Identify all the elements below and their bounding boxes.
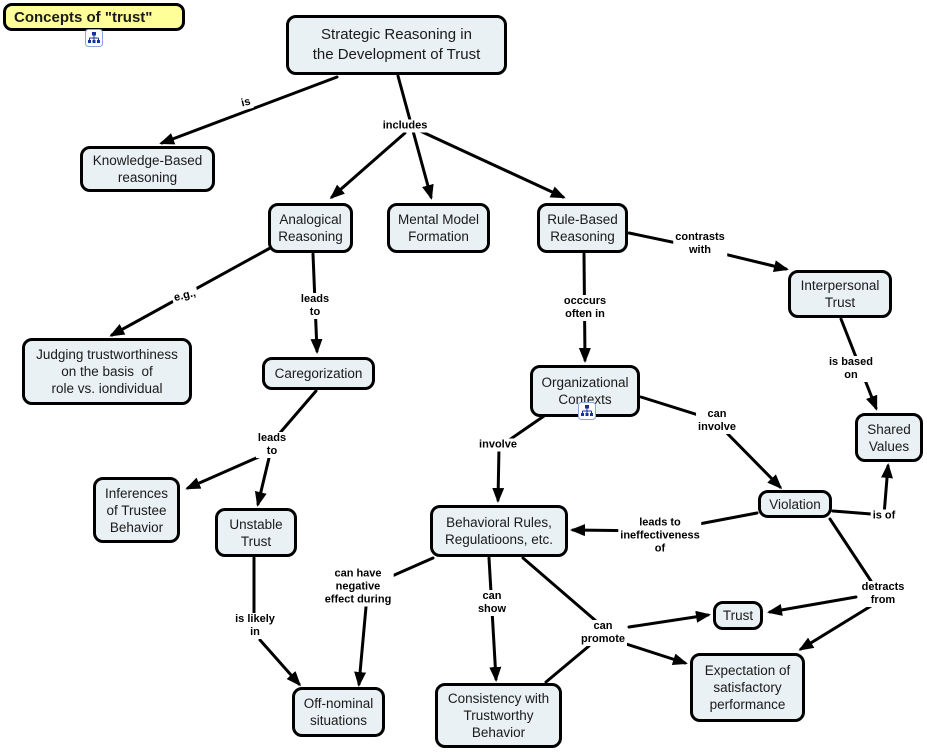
edge-can-show — [487, 556, 502, 682]
link-label-can-promote[interactable]: can promote — [579, 620, 627, 646]
link-label-leads-to-1[interactable]: leads to — [298, 293, 332, 319]
link-label-contrasts-with[interactable]: contrasts with — [673, 231, 727, 257]
edge-is — [159, 75, 339, 145]
edge-consistency-to-promote — [544, 644, 591, 684]
node-mental-model-formation[interactable]: Mental Model Formation — [387, 203, 490, 253]
node-off-nominal-situations[interactable]: Off-nominal situations — [292, 687, 385, 737]
edge-includes-analogical — [329, 131, 407, 199]
edge-can-have-to-offnominal — [354, 605, 368, 687]
edge-is-likely-to-offnominal — [258, 638, 301, 687]
node-rule-based-reasoning[interactable]: Rule-Based Reasoning — [537, 203, 628, 253]
node-caregorization[interactable]: Caregorization — [262, 357, 375, 390]
node-judging-trustworthiness[interactable]: Judging trustworthiness on the basis of … — [22, 338, 192, 405]
link-label-includes[interactable]: includes — [380, 119, 430, 133]
linked-cmap-icon[interactable] — [85, 29, 103, 47]
node-analogical-reasoning[interactable]: Analogical Reasoning — [268, 203, 353, 253]
link-label-is-likely-in[interactable]: is likely in — [233, 613, 277, 639]
edge-promote-to-expectation — [615, 639, 688, 666]
edge-includes-mental — [396, 74, 434, 200]
node-inferences-trustee-behavior[interactable]: Inferences of Trustee Behavior — [93, 477, 180, 543]
link-label-involve[interactable]: involve — [477, 438, 519, 452]
node-interpersonal-trust[interactable]: Interpersonal Trust — [788, 270, 892, 318]
linked-cmap-icon[interactable] — [578, 402, 596, 420]
edge-to-inferences — [185, 453, 265, 490]
node-violation[interactable]: Violation — [758, 490, 832, 518]
edge-detracts-to-trust — [767, 595, 858, 616]
link-label-leads-to-2[interactable]: leads to — [255, 432, 289, 458]
node-unstable-trust[interactable]: Unstable Trust — [215, 508, 297, 557]
link-label-is-of[interactable]: is of — [870, 509, 898, 523]
node-organizational-contexts[interactable]: Organizational Contexts — [530, 365, 640, 417]
node-strategic-reasoning[interactable]: Strategic Reasoning in the Development o… — [286, 15, 507, 75]
link-label-can-show[interactable]: can show — [475, 590, 509, 616]
edge-to-unstable — [254, 456, 271, 507]
node-trust[interactable]: Trust — [713, 601, 763, 630]
edge-is-of — [831, 463, 894, 517]
edge-detracts-stem — [828, 517, 873, 583]
link-label-can-involve[interactable]: can involve — [696, 408, 738, 434]
edge-includes-rule — [416, 128, 566, 199]
link-label-is-based-on[interactable]: is based on — [826, 356, 876, 382]
edge-involve — [492, 414, 546, 503]
node-behavioral-rules[interactable]: Behavioral Rules, Regulatioons, etc. — [430, 505, 568, 557]
link-label-occcurs-often-in[interactable]: occcurs often in — [561, 295, 609, 321]
node-expectation-satisfactory-performance[interactable]: Expectation of satisfactory performance — [690, 653, 805, 722]
link-label-can-have-negative[interactable]: can have negative effect during — [322, 567, 394, 607]
edge-detracts-to-expectation — [798, 604, 873, 651]
node-consistency-trustworthy-behavior[interactable]: Consistency with Trustworthy Behavior — [435, 683, 562, 748]
map-title-node[interactable]: Concepts of "trust" — [3, 3, 185, 31]
edge-promote-to-trust — [627, 610, 711, 629]
node-shared-values[interactable]: Shared Values — [855, 413, 923, 462]
edge-can-promote-stem — [521, 556, 598, 623]
edge-leads-to-2-stem — [277, 389, 318, 436]
node-knowledge-based-reasoning[interactable]: Knowledge-Based reasoning — [80, 146, 215, 192]
link-label-leads-to-ineffectiveness[interactable]: leads to ineffectiveness of — [618, 516, 702, 556]
link-label-detracts-from[interactable]: detracts from — [859, 581, 907, 607]
